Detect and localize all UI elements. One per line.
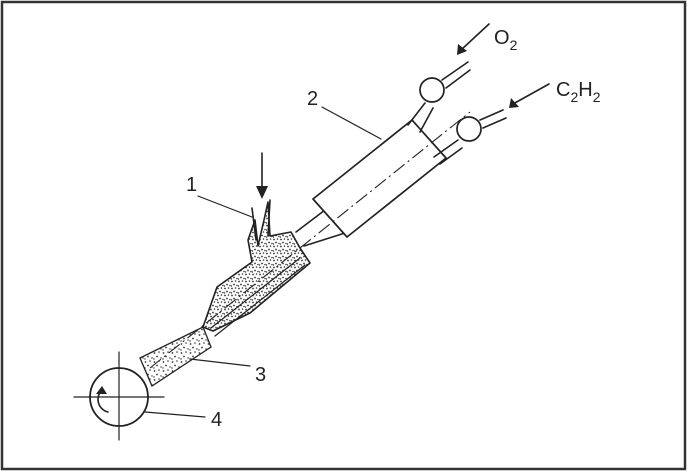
acetylene-pipe-a (433, 139, 459, 158)
acetylene-valve-icon (456, 116, 482, 142)
nozzle-channel-bottom (214, 264, 306, 337)
label-4: 4 (211, 409, 222, 431)
feed-tube-upper (295, 209, 326, 233)
leader-1 (197, 195, 253, 218)
oxygen-inlet-b (445, 69, 471, 89)
feed-tube-lower (303, 232, 346, 247)
acetylene-label: C2H2 (556, 79, 601, 105)
leader-3 (189, 358, 251, 367)
powder-feed-arrowhead (256, 186, 268, 199)
hopper-left-wall (251, 207, 257, 241)
hopper-right-wall (267, 199, 271, 237)
leader-2 (321, 106, 382, 140)
rotation-arrowhead (96, 386, 107, 394)
oxygen-arrow (460, 23, 490, 51)
oxygen-inlet-a (441, 61, 469, 81)
acetylene-inlet-a (479, 109, 504, 121)
oxygen-pipe-a (407, 102, 426, 126)
oxygen-label: O2 (494, 27, 518, 53)
acetylene-pipe-b (439, 147, 463, 165)
oxygen-valve-icon (419, 77, 445, 103)
spray-nozzle (202, 201, 311, 332)
spray-stream (139, 326, 212, 387)
label-2: 2 (307, 88, 318, 110)
acetylene-arrow (512, 83, 550, 105)
oxygen-pipe-b (419, 107, 434, 133)
centre-axis (149, 111, 471, 369)
label-3: 3 (255, 364, 266, 386)
torch-body (312, 119, 447, 238)
nozzle-channel-top (210, 257, 301, 329)
acetylene-arrowhead (509, 98, 519, 108)
acetylene-inlet-b (482, 117, 507, 129)
label-1: 1 (186, 174, 197, 196)
oxygen-arrowhead (457, 44, 467, 55)
leader-4 (144, 411, 206, 418)
